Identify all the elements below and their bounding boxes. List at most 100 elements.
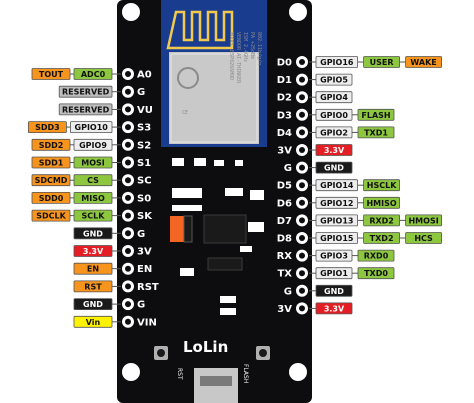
pin-function-label: TXD2 (370, 234, 394, 243)
pin-function-label: WAKE (410, 58, 436, 67)
pin-function-badge (363, 196, 401, 209)
pin-name: SK (137, 211, 153, 222)
pin-name: G (137, 300, 145, 311)
pin-function-badge (315, 284, 353, 297)
pin-function-label: HMISO (366, 199, 396, 208)
module-text-line: 802.11b/g/n (256, 32, 262, 65)
pin-function-badge (31, 209, 71, 222)
usb-uart-chip (203, 214, 247, 244)
right-pin-row: D8 GPIO15 TXD2 HCS (277, 232, 443, 245)
pin-function-label: GPIO5 (320, 76, 348, 85)
pin-function-label: TXD0 (364, 269, 388, 278)
pin-function-badge (31, 138, 71, 151)
pin-function-badge (31, 174, 71, 187)
capacitor (170, 216, 184, 242)
pin-function-label: 3.3V (83, 247, 104, 256)
pin-function-label: MOSI (81, 159, 105, 168)
pin-name: D5 (277, 181, 292, 192)
pin-function-label: RXD2 (369, 216, 394, 225)
pin-function-label: GPIO0 (320, 111, 348, 120)
pin-function-label: 3.3V (324, 146, 345, 155)
pin-function-label: TOUT (39, 70, 64, 79)
pin-function-badge (73, 227, 113, 240)
module-text-line: PA +25dBm (249, 32, 255, 59)
pin-name: S1 (137, 158, 151, 169)
pin-function-label: GPIO15 (320, 234, 354, 243)
pin-function-badge (73, 262, 113, 275)
pin-function-label: GND (83, 229, 103, 238)
pin-name: SC (137, 176, 152, 187)
pin-name: D8 (277, 234, 292, 245)
pin-function-label: GPIO14 (320, 181, 354, 190)
pin-function-badge (357, 126, 395, 139)
pin-function-badge (315, 161, 353, 174)
pin-name: G (284, 163, 292, 174)
pin-name: 3V (277, 304, 292, 315)
pin-function-badge (315, 144, 353, 156)
pin-function-badge (405, 232, 443, 244)
left-pin-row: SK SCLK SDCLK (31, 209, 153, 222)
pin-name: S0 (137, 193, 151, 204)
pin-function-badge (31, 68, 71, 80)
pin-function-badge (73, 298, 113, 311)
pin-function-label: SDCLK (36, 212, 66, 221)
pin-name: D4 (277, 128, 292, 139)
pin-function-label: RESERVED (62, 88, 110, 97)
module-text-line: MODEL ESP8266MOD (228, 32, 234, 80)
pin-function-badge (357, 249, 395, 262)
pin-function-label: GPIO2 (320, 128, 348, 137)
pin-function-label: SDD3 (35, 123, 60, 132)
ce-mark-icon: CE (182, 110, 188, 116)
mounting-hole (122, 3, 140, 21)
rst-button-label: RST (176, 368, 183, 380)
pin-name: G (284, 286, 292, 297)
pin-name: A0 (137, 70, 152, 81)
antenna-trace-icon (166, 10, 234, 50)
pin-function-badge (315, 91, 353, 104)
pin-function-badge (405, 214, 443, 227)
pin-function-label: GPIO9 (79, 141, 107, 150)
pin-name: TX (277, 269, 292, 280)
pin-function-label: GPIO4 (320, 93, 348, 102)
pin-function-badge (31, 156, 71, 169)
pin-function-label: SDD1 (39, 159, 64, 168)
mounting-hole (289, 363, 307, 381)
pin-name: RST (137, 282, 159, 293)
pin-function-label: SCLK (82, 212, 106, 221)
pin-function-label: GPIO13 (320, 216, 353, 225)
pin-function-label: GPIO1 (320, 269, 348, 278)
pin-name: RX (277, 251, 293, 262)
left-pin-column: A0ADC0TOUTGRESERVEDVURESERVEDS3GPIO10SDD… (27, 68, 159, 328)
fcc-logo-icon (177, 67, 199, 89)
pin-function-label: RXD0 (364, 252, 389, 261)
pin-function-badge (58, 103, 113, 116)
pin-function-label: USER (370, 58, 394, 67)
pin-function-badge (363, 179, 401, 192)
pin-name: D1 (277, 75, 292, 86)
pin-function-label: HSCLK (367, 181, 397, 190)
pin-function-label: SDD2 (39, 141, 64, 150)
pin-function-label: GPIO16 (320, 58, 354, 67)
pin-name: G (137, 87, 145, 98)
module-text-line: VENDOR AI-THINKER (235, 32, 241, 84)
pin-name: VU (137, 105, 153, 116)
pin-function-label: GPIO10 (75, 123, 109, 132)
pin-function-label: ADC0 (81, 70, 106, 79)
left-pin-row: A0 ADC0 TOUT (31, 68, 152, 81)
pin-function-label: HCS (414, 234, 433, 243)
mounting-hole (122, 363, 140, 381)
pin-function-badge (73, 315, 113, 328)
left-pin-row: S1 MOSI SDD1 (31, 156, 151, 169)
